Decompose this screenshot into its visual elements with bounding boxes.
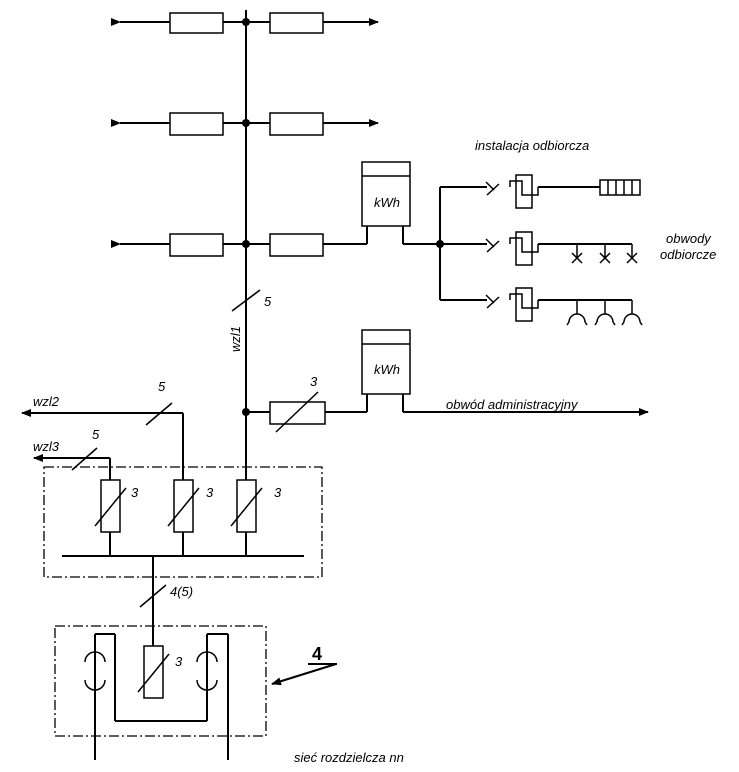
pen-link-icon: [84, 651, 106, 663]
fuse-box: [269, 401, 326, 425]
rcd-box: [515, 174, 533, 209]
floor-branch-1: [111, 12, 379, 34]
lamp-icon: [571, 244, 583, 264]
meter-2-label: kWh: [374, 362, 400, 377]
admin-circuit: 3 kWh: [242, 329, 649, 433]
count-feed: 4(5): [170, 584, 193, 599]
consumer-installation: [439, 174, 643, 326]
fuse-box: [269, 112, 324, 136]
count-fuse-a: 3: [131, 485, 139, 500]
fuse-box: [269, 12, 324, 34]
label-installation: instalacja odbiorcza: [475, 138, 589, 153]
label-circuits-2: odbiorcze: [660, 247, 716, 262]
fuse-box: [269, 233, 324, 257]
fuse-group-a: [94, 479, 127, 556]
lamp-icon: [599, 244, 611, 264]
count-fuse-c: 3: [274, 485, 282, 500]
count-wzl1: 5: [264, 294, 272, 309]
count-fuse-b: 3: [206, 485, 214, 500]
floor-branch-3: kWh: [111, 161, 444, 257]
floor-branch-2: [111, 112, 379, 136]
fuse-group-c: [230, 479, 263, 556]
label-admin-circuit: obwód administracyjny: [446, 397, 579, 412]
feeder-wzl2: [21, 402, 184, 480]
fuse-group-b: [167, 479, 200, 556]
meter-1-label: kWh: [374, 195, 400, 210]
label-network: sieć rozdzielcza nn: [294, 750, 404, 765]
count-fuse-bottom: 3: [175, 654, 183, 669]
socket-icon: [594, 300, 616, 326]
fuse-box: [169, 12, 224, 34]
connection-box: [54, 625, 267, 737]
socket-icon: [566, 300, 588, 326]
label-node-4: 4: [312, 644, 322, 664]
feeder-wzl3: [33, 447, 111, 480]
energy-meter-1: [361, 161, 411, 227]
count-wzl2: 5: [158, 379, 166, 394]
label-circuits-1: obwody: [666, 231, 712, 246]
fuse-box: [169, 233, 224, 257]
tick-feed: [139, 584, 167, 608]
heater-icon: [599, 179, 641, 196]
junction-dot: [242, 240, 250, 248]
label-wzl3: wzl3: [33, 439, 60, 454]
tick-wzl1: [231, 289, 261, 312]
fuse-box: [169, 112, 224, 136]
junction-dot: [242, 18, 250, 26]
lamp-icon: [626, 244, 638, 264]
count-wzl3: 5: [92, 427, 100, 442]
energy-meter-2: [361, 329, 411, 395]
connection-box-internals: [84, 633, 229, 760]
label-wzl2: wzl2: [33, 394, 60, 409]
count-admin: 3: [310, 374, 318, 389]
pointer-4: [271, 663, 337, 686]
label-wzl1: wzl1: [228, 326, 243, 352]
socket-icon: [621, 300, 643, 326]
junction-dot: [242, 119, 250, 127]
distribution-board: [43, 466, 323, 578]
pen-link-icon: [196, 651, 218, 663]
